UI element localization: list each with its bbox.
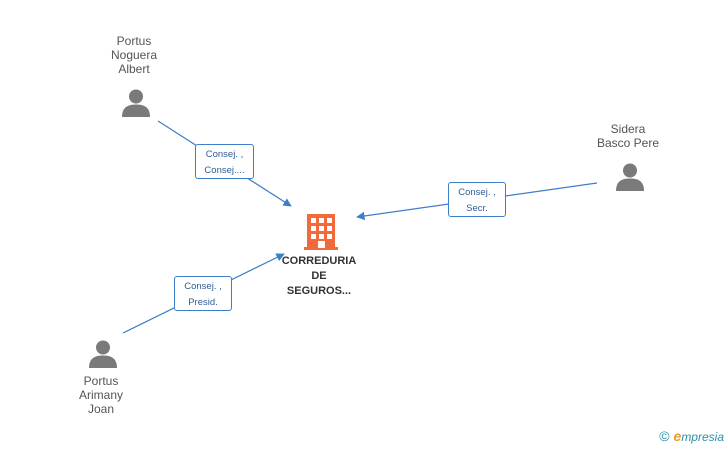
copyright-symbol: © [659, 428, 670, 444]
brand-name: mpresia [681, 430, 724, 444]
brand-logo-e: e [673, 428, 682, 444]
relation-role: Consej. , [184, 281, 222, 292]
person-icon[interactable] [88, 339, 118, 369]
relation-role: Consej. , [205, 149, 244, 160]
person-3-name[interactable]: Portus Arimany Joan [51, 374, 151, 416]
person-name-line: Arimany [78, 388, 123, 402]
person-name-line: Sidera [610, 122, 646, 136]
company-name-line: CORREDURIA [281, 255, 357, 267]
relation-role: Presid. [188, 297, 218, 308]
person-name-line: Albert [118, 62, 150, 76]
person-icon[interactable] [615, 162, 645, 192]
relation-label-2[interactable]: Consej. , Secr. [448, 182, 506, 217]
person-icon[interactable] [121, 88, 151, 118]
person-name-line: Portus [116, 34, 152, 48]
person-name-line: Joan [87, 402, 115, 416]
company-name-line: SEGUROS... [286, 285, 352, 297]
relation-role: Secr. [466, 203, 488, 214]
person-2-name[interactable]: Sidera Basco Pere [578, 122, 678, 150]
company-name-line: DE [311, 270, 327, 282]
building-icon[interactable] [304, 214, 338, 250]
person-name-line: Portus [83, 374, 119, 388]
relation-role: Consej. , [458, 187, 496, 198]
relation-role: Consej.... [204, 165, 245, 176]
relation-label-3[interactable]: Consej. , Presid. [174, 276, 232, 311]
brand-watermark: ©empresia [659, 428, 724, 444]
person-name-line: Basco Pere [596, 136, 660, 150]
relation-label-1[interactable]: Consej. , Consej.... [195, 144, 254, 179]
company-name[interactable]: CORREDURIA DE SEGUROS... [269, 254, 369, 299]
person-name-line: Noguera [110, 48, 158, 62]
person-1-name[interactable]: Portus Noguera Albert [84, 34, 184, 76]
